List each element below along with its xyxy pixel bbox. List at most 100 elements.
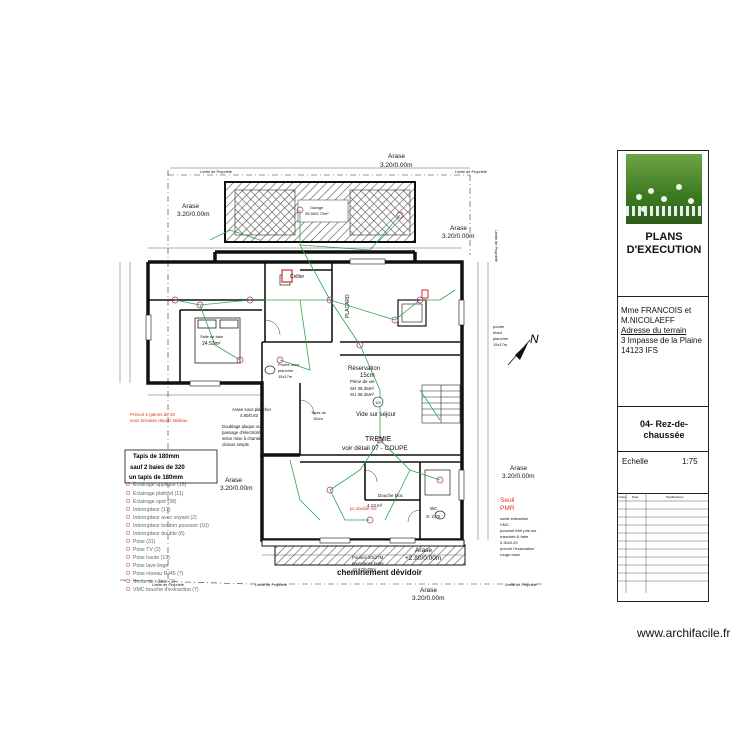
vide-label: Vide sur séjour — [356, 412, 396, 418]
electrical-symbols — [171, 206, 444, 524]
sejour-sub: 15cm — [360, 373, 375, 379]
cellier-label: Cellier — [290, 274, 305, 280]
arase-rt-value: 3.20/0.00m — [442, 233, 475, 240]
legend-item: Prise lave linge — [133, 563, 168, 569]
chambre-area: 24.52m² — [202, 341, 221, 347]
legend-item: Interrupteur avec voyant (2) — [133, 515, 197, 521]
note-remarque-2: passage d'électricité — [222, 430, 261, 435]
arase-bm-label: Arase — [415, 547, 432, 554]
note-poutres-bottom-2: sous-faces bruts — [352, 561, 384, 566]
note-poutre-right-2: tirant — [493, 330, 503, 335]
legend-item: Prise réseau RJ45 (7) — [133, 571, 184, 577]
limite-right: Limite de Propriété — [505, 583, 537, 587]
stairs — [421, 384, 461, 424]
note-remarque-1: Doublage plaque ou — [222, 424, 261, 429]
note-poutre-right-4: 15x17m — [493, 342, 508, 347]
address-line-2: 14123 IFS — [621, 346, 658, 355]
tapis-line-3: un tapis de 180mm — [129, 475, 183, 481]
seuil-label: Seuil — [500, 497, 515, 504]
surface-sh: SH 36.35m² — [350, 386, 375, 391]
tapis-line-1: Tapis de 180mm — [133, 454, 179, 460]
legend-item: Prise (31) — [133, 539, 156, 545]
tapis-line-2: sauf 2 baies de 320 — [130, 465, 185, 471]
exterior-walls — [146, 250, 464, 542]
scale-value: 1:75 — [682, 457, 698, 466]
note-poutre-2: plancher — [278, 368, 294, 373]
garage-area: 35.96/0.72m² — [305, 211, 329, 216]
interior-walls — [148, 262, 462, 540]
tremie-detail: voir détail 07 - COUPE — [342, 445, 408, 452]
note-sortie-2: VMC — [500, 522, 509, 527]
tapis-name: Tapis de — [311, 410, 327, 415]
footer-watermark[interactable]: www.archifacile.fr — [637, 626, 731, 640]
legend-item: Prise TV (2) — [133, 547, 161, 553]
tremie-name: TREMIE — [365, 436, 392, 443]
note-sortie-7: rouge eaux — [500, 552, 520, 557]
dimension-lines — [119, 167, 489, 556]
client-block: Mme FRANCOIS et M.NICOLAEFF Adresse du t… — [621, 306, 707, 356]
north-arrow — [507, 339, 531, 366]
legend-item: Eclairage spot (39) — [133, 499, 177, 505]
property-limits — [119, 170, 545, 585]
limite-left: Limite de Propriété — [152, 583, 184, 587]
kitchen-island — [397, 299, 427, 327]
arase-left-value: 3.20/0.00m — [177, 211, 210, 218]
note-poutre-1: Poutre sous — [278, 362, 299, 367]
arase-top-label: Arase — [388, 153, 405, 160]
chambre-name: Salle de bain — [200, 334, 223, 339]
legend-item: Eclairage plafond (11) — [133, 491, 184, 497]
electrical-network — [174, 210, 456, 521]
note-poutres-bottom-1: Poutres 20x27M — [352, 555, 384, 560]
arase-lm-label: Arase — [225, 477, 242, 484]
rev-header-indice: Indice — [619, 495, 627, 499]
note-poutre-3: 15x17m — [278, 374, 293, 379]
legend-symbols — [125, 481, 131, 592]
note-remarque-3: selon mise à chantier — [222, 436, 263, 441]
arase-b-label: Arase — [420, 587, 437, 594]
pc-label: pc double sol — [350, 506, 377, 511]
legend-item: Eclairage applique (16) — [133, 482, 187, 488]
scale-label: Echelle — [622, 457, 649, 466]
legend-item: Interrupteur (17) — [133, 507, 171, 513]
note-poutres-bottom-3: +0.12/0.00m — [352, 567, 376, 572]
electric-panel — [281, 269, 293, 283]
douche-area: 4.13 m² — [367, 503, 383, 508]
note-poutre-right-1: poutre — [493, 324, 505, 329]
note-sortie-3: pouvant être pris sur — [500, 528, 537, 533]
seuil-pmr: PMR — [500, 505, 515, 512]
wc-area: S: 2.20 — [426, 514, 441, 519]
rev-header-modifs: Modifications — [666, 495, 684, 499]
revision-table: Indice Date Modifications — [618, 493, 708, 593]
tapis-box — [124, 449, 218, 484]
title-line-1: PLANS — [645, 231, 683, 243]
note-remarque-4: cloison simple — [222, 442, 250, 447]
arase-left-label: Arase — [182, 203, 199, 210]
limite-top-right: Limite de Propriété — [455, 170, 487, 174]
address-line-1: 3 Impasse de la Plaine — [621, 336, 702, 345]
legend-item: Interrupteur bouton poussoir (10) — [133, 523, 209, 529]
douche-name: Douche bloc — [378, 493, 404, 498]
arase-rm-value: 3.20/0.00m — [502, 473, 535, 480]
address-label: Adresse du terrain — [621, 326, 687, 335]
arase-rt-label: Arase — [450, 225, 467, 232]
tapis-size: 15cm — [313, 416, 323, 421]
placard-label: PLACARD — [345, 294, 351, 318]
note-sortie-4: tranchée & faire — [500, 534, 529, 539]
garden-photo — [626, 154, 702, 224]
windows — [145, 258, 465, 544]
legend-item: Prise haute (13) — [133, 555, 170, 561]
surface-name: Pièce de vie — [350, 379, 375, 384]
arase-b-value: 3.20/0.00m — [412, 595, 445, 602]
limite-mid-right: Limite de Propriété — [494, 230, 498, 262]
title-block: PLANS D'EXECUTION Mme FRANCOIS et M.NICO… — [617, 150, 709, 602]
garage-name: Garage — [310, 205, 324, 210]
note-sortie-6: prevoir l'évacuation — [500, 546, 534, 551]
svg-text:1/3: 1/3 — [375, 400, 381, 405]
limite-top-left: Limite de Propriété — [200, 170, 232, 174]
legend-item: VMC bouche d'extraction (7) — [133, 587, 199, 593]
garage-block — [224, 181, 416, 243]
rev-header-date: Date — [632, 495, 639, 499]
door-swings — [264, 319, 421, 523]
cheminement-label: cheminement dévidoir — [337, 568, 422, 577]
